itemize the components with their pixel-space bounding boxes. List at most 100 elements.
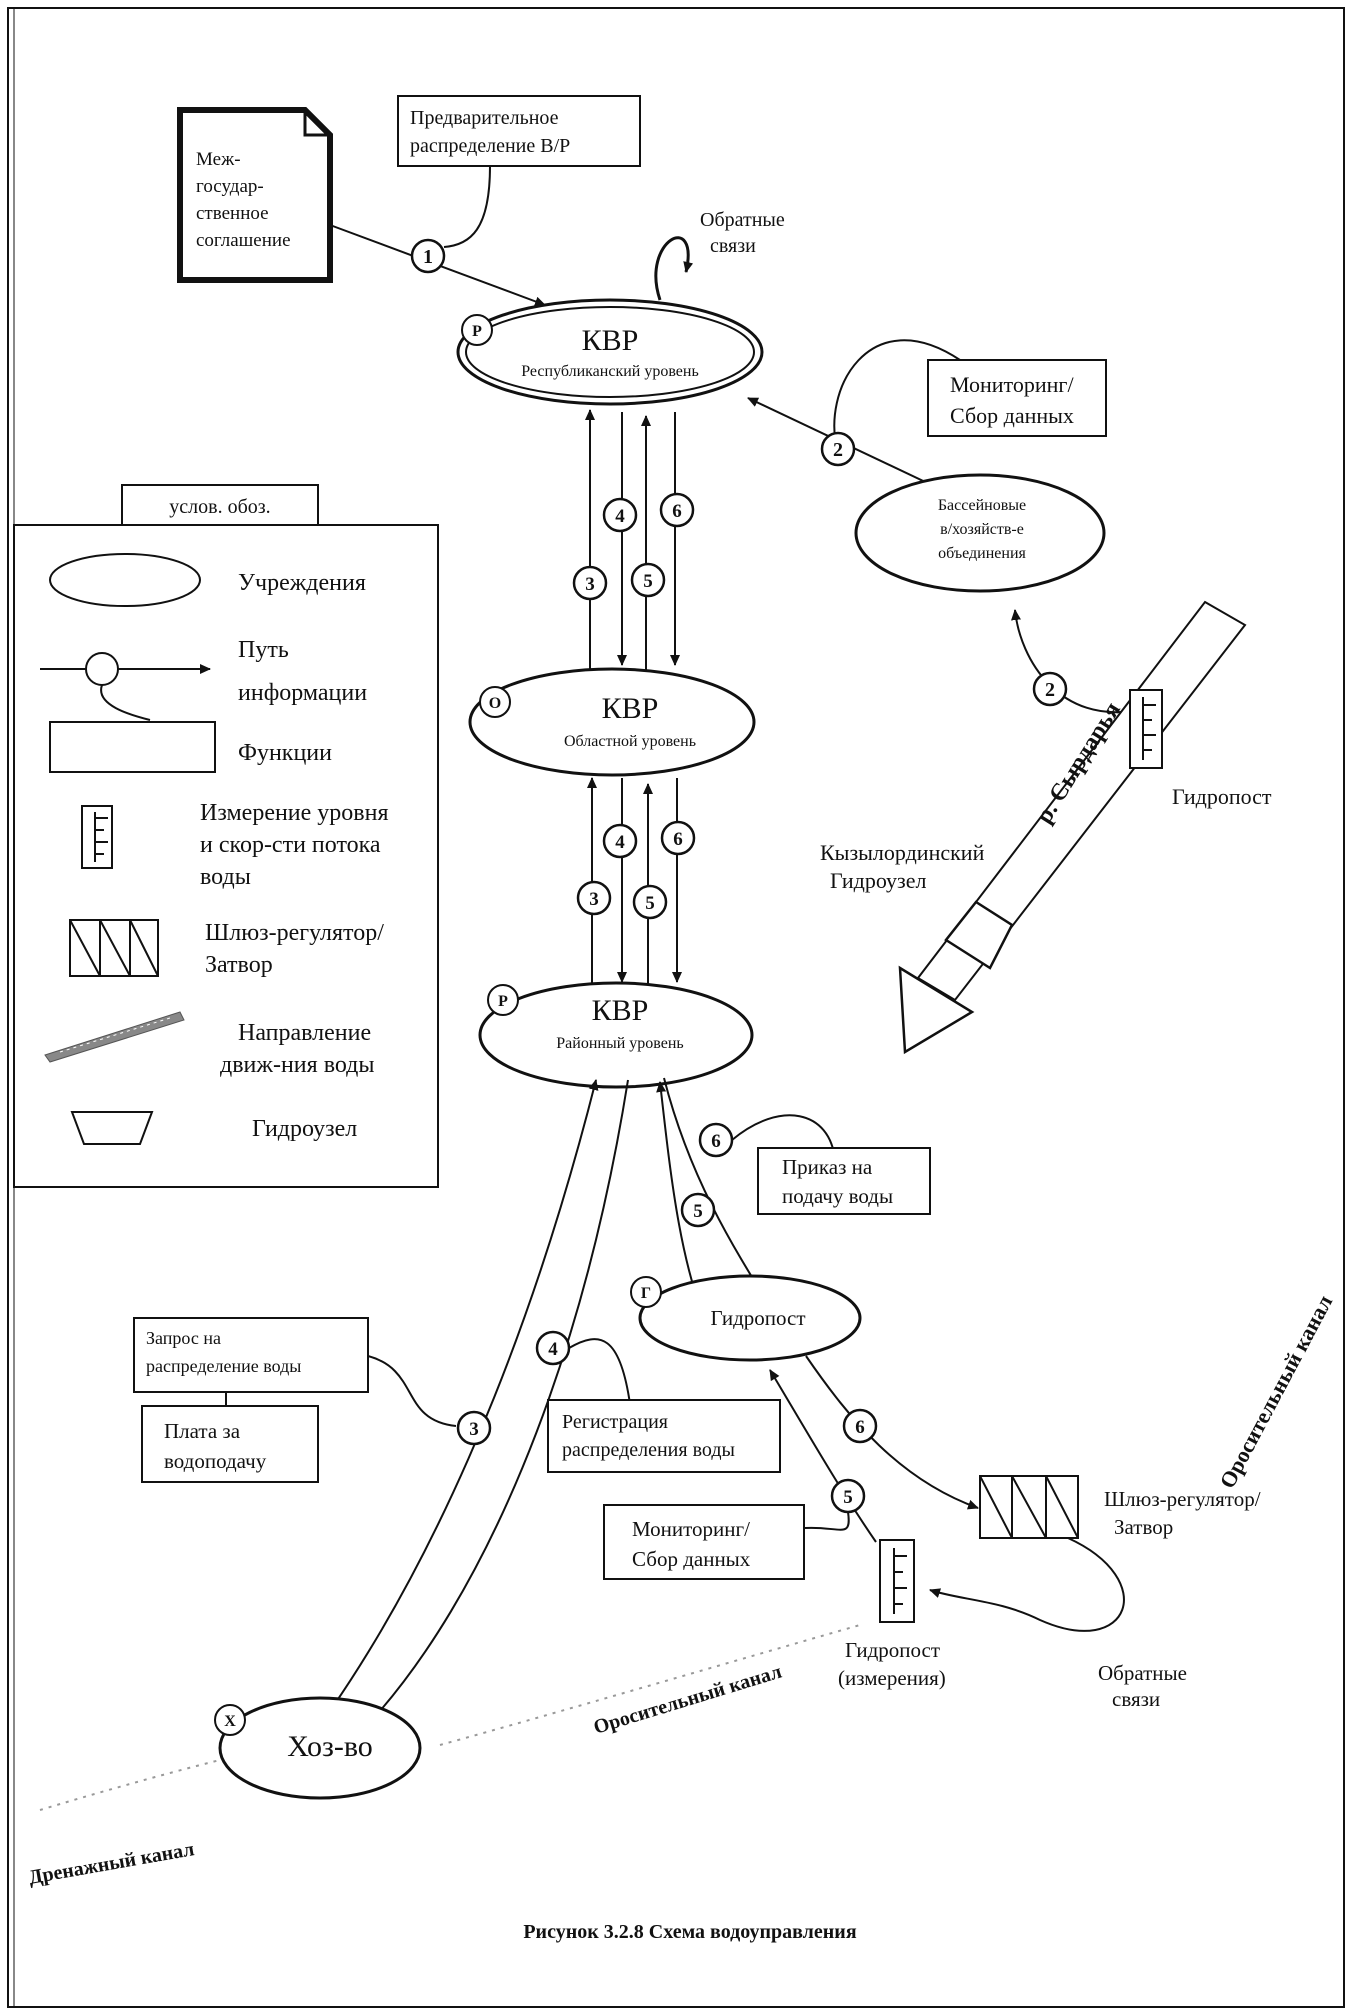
hydropost-badge: Г	[641, 1285, 651, 1302]
canal-middle-label: Оросительный канал	[591, 1661, 784, 1739]
feedback-bottom-line-1: Обратные	[1098, 1661, 1187, 1685]
monitor-top-connector	[833, 339, 961, 453]
prelim-connector	[443, 165, 491, 248]
svg-text:Регистрация: Регистрация	[562, 1411, 668, 1433]
institution-oblast: О КВР Областной уровень	[468, 667, 756, 777]
institution-hydropost: Г Гидропост	[630, 1274, 862, 1362]
feedback-top-line-2: связи	[710, 235, 756, 257]
svg-text:6: 6	[855, 1417, 865, 1438]
republic-title: КВР	[582, 324, 639, 357]
svg-text:Сбор данных: Сбор данных	[950, 403, 1074, 428]
path-badge-4-lower: 4	[535, 1330, 571, 1366]
farm-title: Хоз-во	[287, 1730, 373, 1763]
svg-text:Мониторинг/: Мониторинг/	[950, 372, 1074, 397]
svg-text:2: 2	[833, 439, 843, 461]
svg-text:4: 4	[615, 506, 625, 527]
svg-text:распределение В/Р: распределение В/Р	[410, 135, 570, 157]
feedback-loop-top	[654, 236, 694, 301]
svg-text:Мониторинг/: Мониторинг/	[632, 1517, 750, 1541]
function-prelim-distribution: Предварительное распределение В/Р	[397, 95, 641, 167]
farm-badge: Х	[224, 1713, 236, 1730]
svg-text:5: 5	[643, 571, 653, 592]
path-badge-6-lower: 6	[842, 1408, 878, 1444]
legend: услов. обоз. Учреждения Путь информации …	[13, 484, 439, 1188]
svg-text:3: 3	[585, 574, 595, 595]
svg-text:1: 1	[423, 246, 433, 268]
kzyl-hub-line-2: Гидроузел	[830, 868, 926, 893]
svg-text:Учреждения: Учреждения	[238, 570, 366, 596]
registration-connector	[568, 1338, 631, 1405]
svg-text:6: 6	[672, 501, 682, 522]
svg-text:3: 3	[589, 889, 599, 910]
institution-basin: Бассейновые в/хозяйств-е объединения	[854, 473, 1106, 593]
feedback-top-line-1: Обратные	[700, 209, 785, 231]
legend-info-path-node	[85, 652, 119, 686]
river-syrdarya: р. Сырдарья	[898, 600, 1247, 1055]
republic-badge: Р	[472, 323, 482, 340]
svg-text:объединения: объединения	[938, 545, 1026, 562]
drainage-label: Дренажный канал	[27, 1838, 196, 1889]
svg-text:2: 2	[1045, 679, 1055, 701]
svg-text:Измерение уровня: Измерение уровня	[200, 800, 389, 826]
svg-text:Сбор данных: Сбор данных	[632, 1547, 751, 1571]
vertical-paths-republic-oblast	[585, 409, 680, 672]
path-badge-5-lower: 5	[830, 1478, 866, 1514]
district-title: КВР	[592, 994, 649, 1027]
sluice-label-line-2: Затвор	[1114, 1515, 1173, 1539]
legend-title: услов. обоз.	[169, 496, 270, 518]
hydropost-title: Гидропост	[710, 1306, 805, 1330]
legend-water-direction-icon	[44, 1011, 185, 1063]
oblast-title: КВР	[602, 692, 659, 725]
feedback-loop-bottom	[929, 1537, 1125, 1632]
legend-title-box	[121, 484, 319, 526]
function-registration: Регистрация распределения воды	[547, 1399, 781, 1473]
svg-text:4: 4	[548, 1339, 558, 1360]
path-badge-2-upper: 2	[820, 431, 856, 467]
canal-right-label: Оросительный канал	[1214, 1291, 1337, 1493]
institution-district: Р КВР Районный уровень	[478, 981, 754, 1089]
svg-text:Гидроузел: Гидроузел	[252, 1116, 357, 1142]
svg-text:5: 5	[693, 1201, 703, 1222]
function-request: Запрос на распределение воды	[133, 1317, 369, 1393]
agreement-line-3: ственное	[196, 203, 269, 224]
svg-text:распределения воды: распределения воды	[562, 1439, 735, 1461]
svg-text:3: 3	[469, 1419, 479, 1440]
svg-text:Путь: Путь	[238, 637, 289, 663]
svg-text:5: 5	[843, 1487, 853, 1508]
svg-text:распределение воды: распределение воды	[146, 1356, 301, 1376]
function-monitoring-top: Мониторинг/ Сбор данных	[927, 359, 1107, 437]
district-badge: Р	[498, 993, 508, 1010]
path-badges-upper: 4 6 3 5	[572, 492, 695, 601]
canal-farm-district	[331, 1079, 629, 1721]
monitor-bottom-connector	[804, 1511, 850, 1531]
function-payment: Плата за водоподачу	[141, 1405, 319, 1483]
institution-farm: Х Хоз-во	[214, 1696, 422, 1800]
kzyl-hub-line-1: Кызылординский	[820, 840, 985, 865]
legend-function-symbol	[49, 721, 216, 773]
svg-text:и скор-сти потока: и скор-сти потока	[200, 832, 381, 858]
district-subtitle: Районный уровень	[556, 1035, 683, 1052]
svg-text:в/хозяйств-е: в/хозяйств-е	[940, 521, 1024, 538]
canal-hydropost-sluice	[769, 1355, 979, 1543]
agreement-line-4: соглашение	[196, 230, 291, 251]
agreement-document: Меж- государ- ственное соглашение	[177, 107, 333, 283]
path-badge-3-lower: 3	[456, 1410, 492, 1446]
svg-text:Запрос на: Запрос на	[146, 1328, 221, 1348]
sluice-label-line-1: Шлюз-регулятор/	[1104, 1487, 1261, 1511]
svg-text:информации: информации	[238, 680, 367, 706]
sluice-regulator-icon	[979, 1475, 1079, 1539]
legend-gauge-icon	[81, 805, 113, 869]
legend-sluice-icon	[69, 919, 159, 977]
path-badges-middle: 4 6 3 5	[576, 820, 696, 920]
svg-text:водоподачу: водоподачу	[164, 1449, 267, 1473]
river-gauge-label: Гидропост	[1172, 784, 1272, 809]
svg-text:5: 5	[645, 893, 655, 914]
institution-republic: Р КВР Республиканский уровень	[456, 298, 764, 406]
agreement-line-1: Меж-	[196, 149, 241, 170]
path-badge-1: 1	[410, 238, 446, 274]
legend-institution-symbol	[49, 553, 201, 607]
svg-text:воды: воды	[200, 864, 251, 890]
svg-text:Функции: Функции	[238, 740, 332, 766]
svg-text:4: 4	[615, 832, 625, 853]
order-connector	[731, 1114, 836, 1161]
